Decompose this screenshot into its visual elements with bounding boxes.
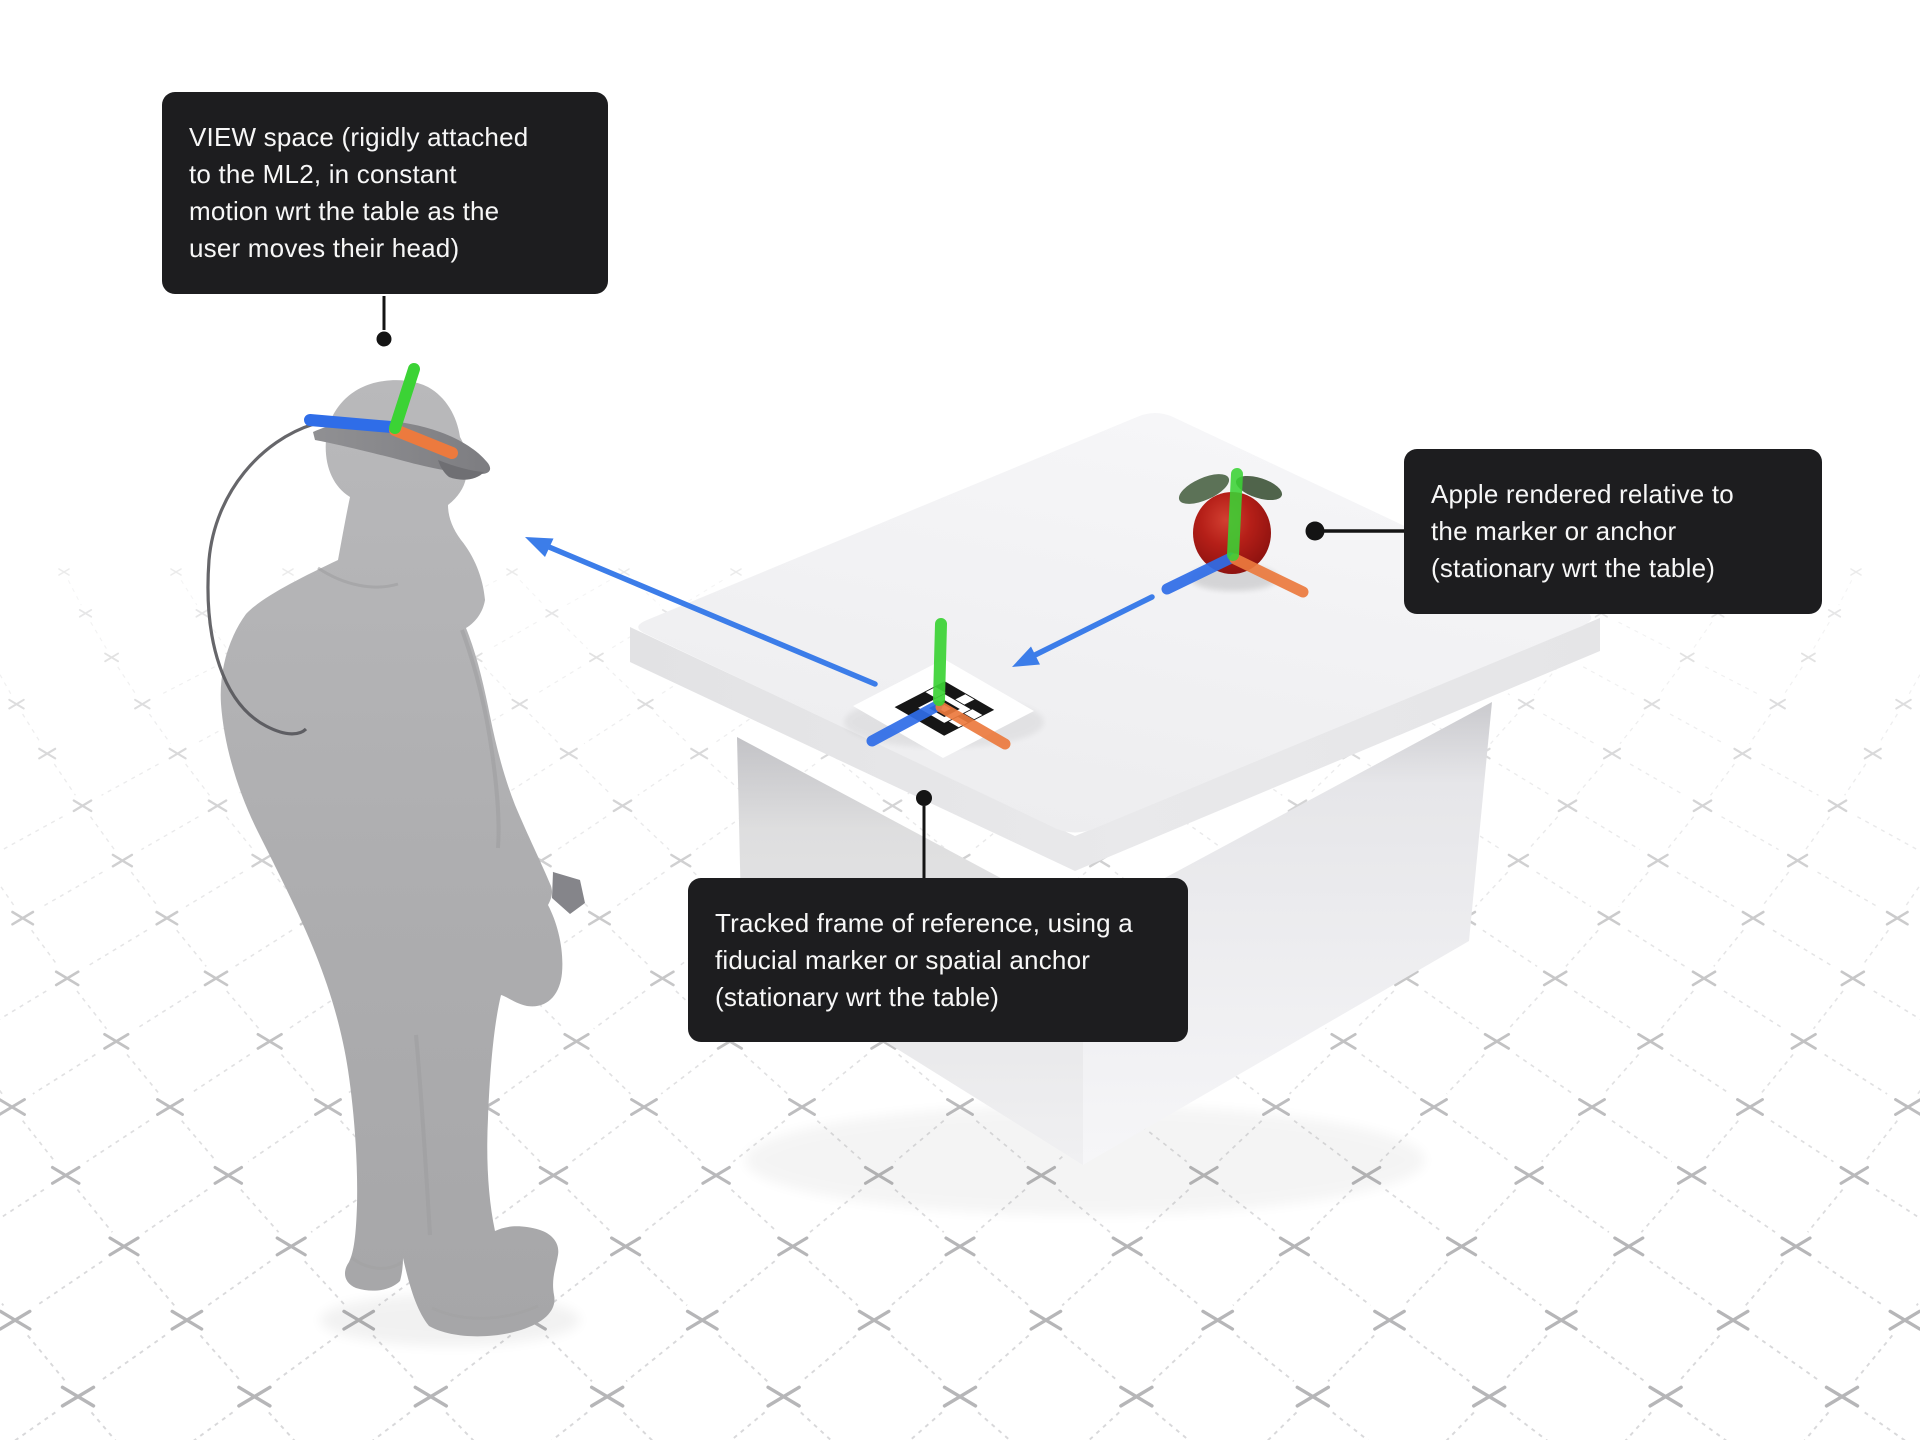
headset-brim-shadow [438,460,484,480]
hand-object [552,872,585,914]
apple-x-axis [1229,553,1309,598]
arrow-marker-to-view [525,537,878,687]
apple-callout-dot [1305,521,1325,541]
person-arm-shading [460,629,501,849]
view-callout-dot [376,331,392,347]
arrow-apple-to-marker [1012,594,1155,667]
shoe-front-sole [431,1304,539,1320]
view-y-axis [389,363,420,434]
person [206,363,585,1346]
shoe-back-sole [351,1256,403,1270]
marker-y-axis [933,618,947,706]
apple-y-axis [1227,468,1243,561]
table-pedestal-right-face [1083,702,1492,1165]
headset-cable [206,422,315,736]
callout-tracked-frame: Tracked frame of reference, using a fidu… [688,878,1188,1042]
marker-x-axis [935,701,1011,750]
marker-z-axis [866,700,943,747]
apple-leaf-right [1235,475,1283,501]
person-leg-shading [414,1034,432,1236]
apple [1161,468,1309,598]
table-top-edge [630,618,1600,871]
marker-axes [866,618,1011,750]
callout-view-space: VIEW space (rigidly attached to the ML2,… [162,92,608,294]
person-collar [317,566,399,589]
callout-connectors [376,296,1404,879]
fiducial-marker [844,618,1044,758]
view-x-axis [389,424,458,459]
view-space-axes [304,363,458,459]
person-silhouette [220,380,563,1337]
callout-apple: Apple rendered relative to the marker or… [1404,449,1822,614]
callout-tracked-frame-text: Tracked frame of reference, using a fidu… [715,907,1133,1012]
apple-z-axis [1161,552,1237,595]
apple-leaf-left [1178,474,1230,504]
callout-apple-text: Apple rendered relative to the marker or… [1431,479,1734,583]
tracked-callout-dot [916,790,932,806]
transform-arrows [525,537,1155,687]
view-z-axis [304,414,397,433]
ml2-headset-visor [313,420,491,474]
apple-axes [1161,468,1309,598]
callout-view-space-text: VIEW space (rigidly attached to the ML2,… [189,122,529,263]
